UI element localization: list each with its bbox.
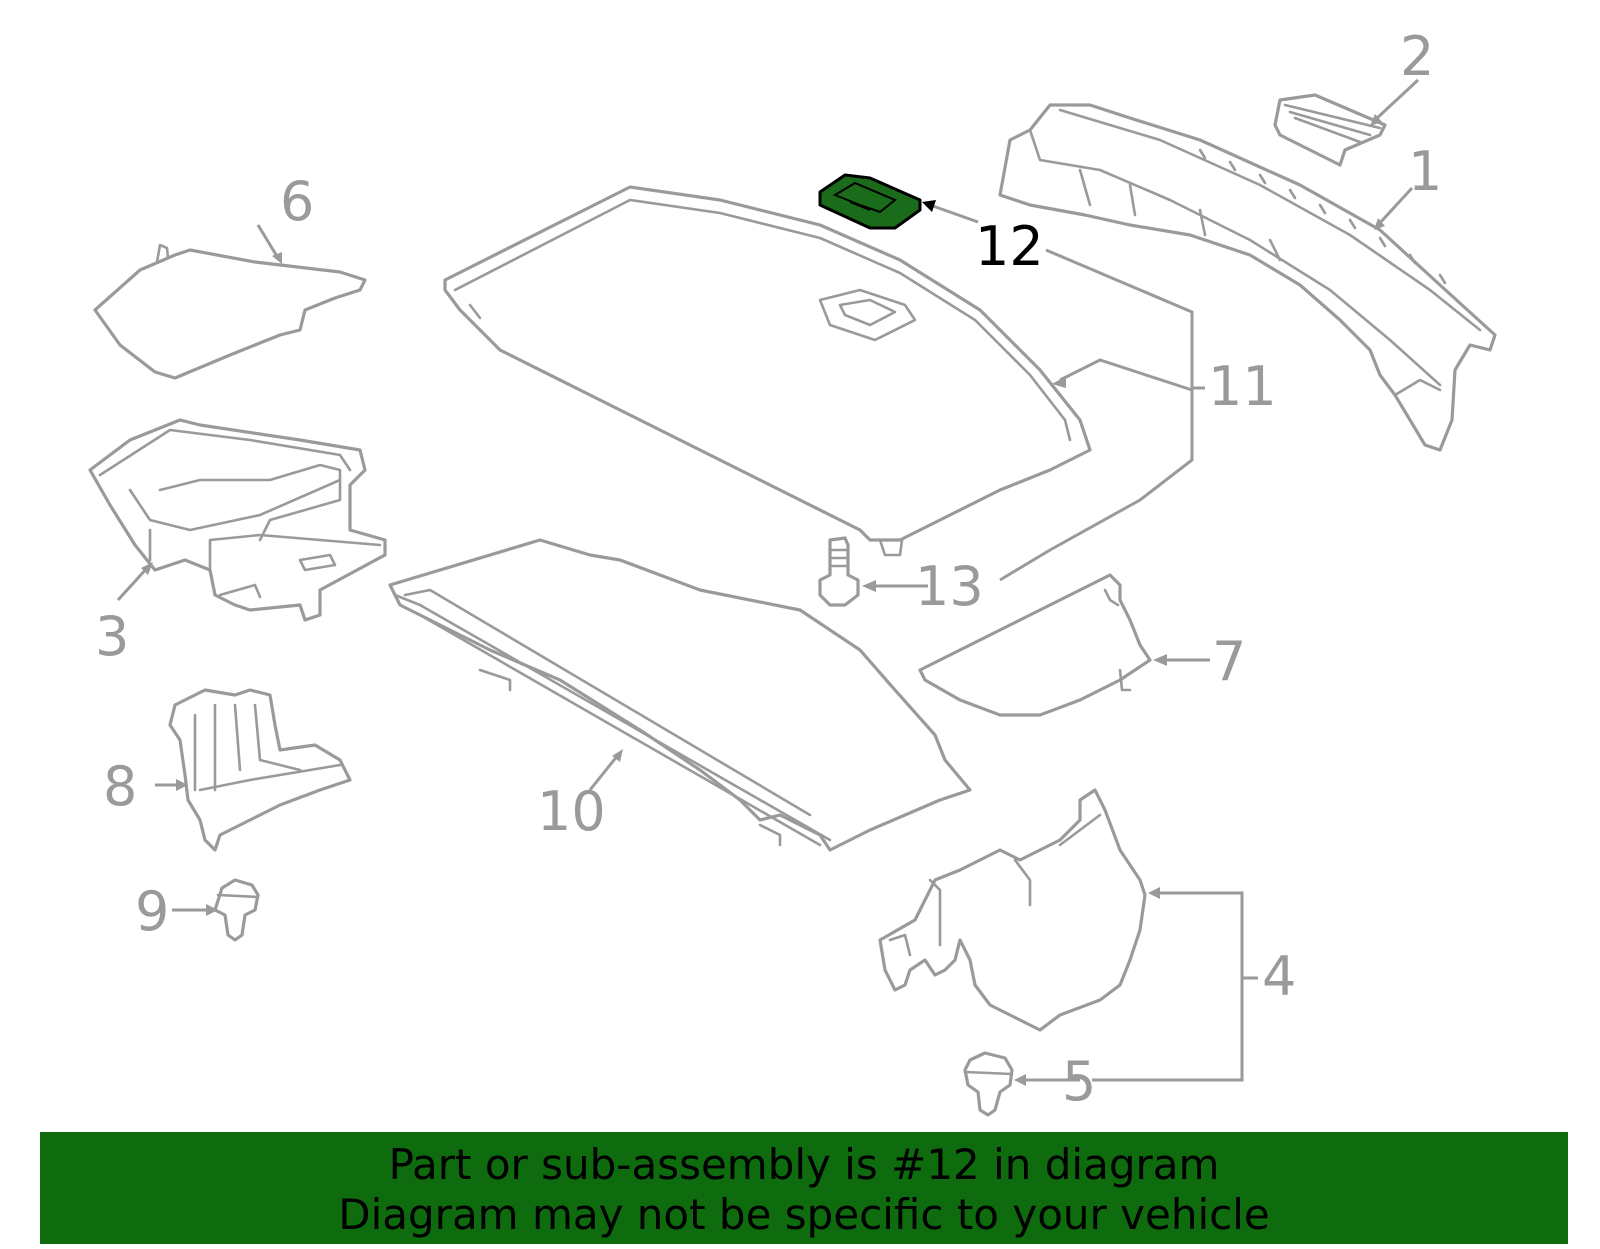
callout-4: 4 bbox=[1262, 945, 1296, 1008]
part-1-rear-trim[interactable] bbox=[998, 103, 1497, 452]
callout-3: 3 bbox=[95, 605, 129, 668]
callout-10: 10 bbox=[537, 780, 606, 843]
banner-line-1: Part or sub-assembly is #12 in diagram bbox=[388, 1140, 1220, 1189]
part-9-clip[interactable] bbox=[213, 878, 260, 942]
banner-line-2: Diagram may not be specific to your vehi… bbox=[338, 1190, 1270, 1239]
part-10-floor-board[interactable] bbox=[388, 538, 972, 852]
arrowheads bbox=[141, 114, 1385, 1086]
part-6-side-trim[interactable] bbox=[93, 243, 367, 380]
callout-7: 7 bbox=[1212, 630, 1246, 693]
callout-8: 8 bbox=[103, 755, 137, 818]
part-5-clip[interactable] bbox=[963, 1051, 1014, 1117]
info-banner: Part or sub-assembly is #12 in diagram D… bbox=[40, 1132, 1568, 1244]
callout-9: 9 bbox=[135, 880, 169, 943]
part-12-highlighted[interactable] bbox=[818, 173, 922, 230]
part-3-storage-box[interactable] bbox=[88, 418, 387, 622]
callout-1: 1 bbox=[1408, 140, 1442, 203]
part-13-bolt[interactable] bbox=[818, 536, 860, 607]
callout-5: 5 bbox=[1062, 1050, 1096, 1113]
part-8-bracket[interactable] bbox=[168, 688, 352, 852]
part-11-package-tray[interactable] bbox=[443, 185, 1092, 557]
callout-6: 6 bbox=[280, 170, 314, 233]
arrowhead-12 bbox=[922, 200, 936, 212]
callout-labels: 1 2 3 4 5 6 7 8 9 10 11 12 13 bbox=[95, 25, 1442, 1113]
part-4-quarter-trim[interactable] bbox=[878, 788, 1147, 1032]
part-2-vent-grille[interactable] bbox=[1273, 93, 1387, 167]
callout-13: 13 bbox=[915, 555, 984, 618]
callout-12: 12 bbox=[975, 215, 1044, 278]
callout-2: 2 bbox=[1400, 25, 1434, 88]
leader-lines bbox=[116, 78, 1420, 1082]
callout-11: 11 bbox=[1208, 355, 1277, 418]
part-7-side-panel[interactable] bbox=[918, 573, 1152, 717]
